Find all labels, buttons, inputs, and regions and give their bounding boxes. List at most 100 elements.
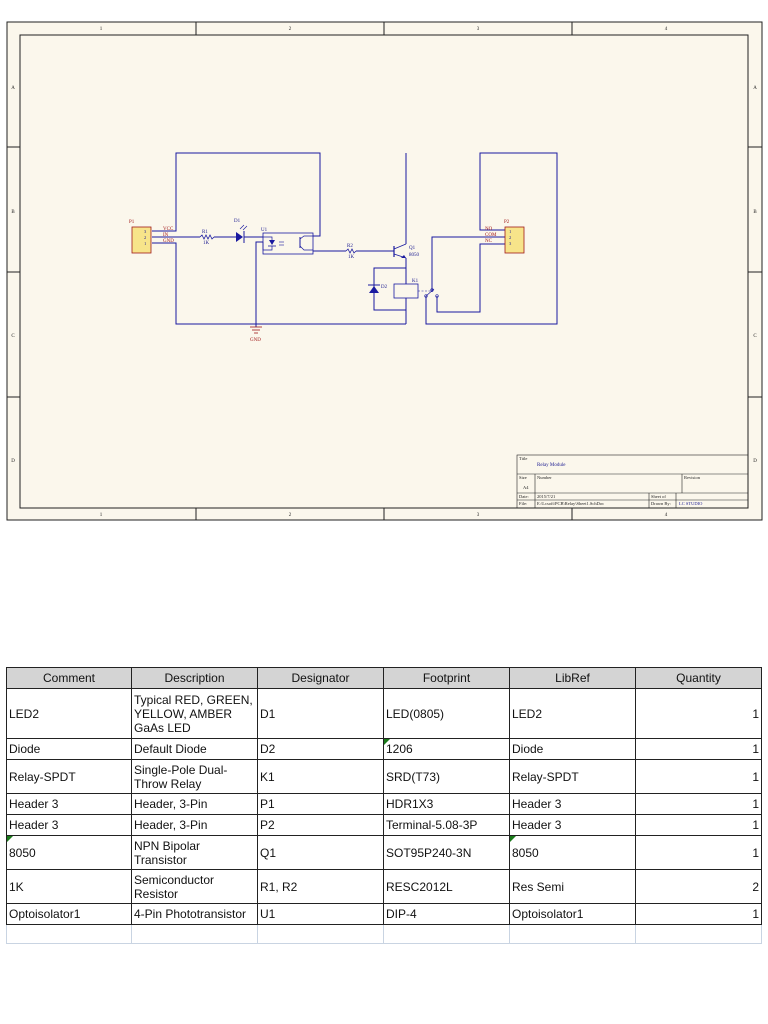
cell-comment: Header 3 <box>6 814 132 836</box>
cell-designator: P1 <box>257 793 384 815</box>
cell-empty <box>635 924 762 944</box>
title-value: Relay Module <box>537 463 566 468</box>
cell-libref: Optoisolator1 <box>509 903 636 925</box>
bom-header-row: Comment Description Designator Footprint… <box>6 667 762 689</box>
net-label-in: IN <box>163 233 169 238</box>
cell-description: Semiconductor Resistor <box>131 869 258 904</box>
p1-designator: P1 <box>129 220 135 225</box>
title-block <box>516 454 749 509</box>
table-row: Header 3 Header, 3-Pin P1 HDR1X3 Header … <box>6 793 762 815</box>
cell-footprint: SOT95P240-3N <box>383 835 510 870</box>
file-label: File: <box>519 501 527 506</box>
header-designator: Designator <box>257 667 384 689</box>
net-label-com: COM <box>485 233 497 238</box>
col-label-4-top: 4 <box>665 27 668 32</box>
cell-description: Typical RED, GREEN, YELLOW, AMBER GaAs L… <box>131 688 258 739</box>
date-value: 2015/7/21 <box>537 494 555 499</box>
cell-libref: Diode <box>509 738 636 760</box>
header-libref: LibRef <box>509 667 636 689</box>
cell-comment: 1K <box>6 869 132 904</box>
net-label-no: NO <box>485 227 493 232</box>
resistor-r1: R1 1K <box>199 230 215 246</box>
cell-comment: Relay-SPDT <box>6 759 132 794</box>
col-label-1-top: 1 <box>100 27 103 32</box>
cell-description: Single-Pole Dual-Throw Relay <box>131 759 258 794</box>
row-label-c-left: C <box>11 334 15 339</box>
cell-quantity: 2 <box>635 869 762 904</box>
col-label-4-bottom: 4 <box>665 513 668 518</box>
cell-designator: K1 <box>257 759 384 794</box>
cell-footprint: HDR1X3 <box>383 793 510 815</box>
revision-label: Revision <box>684 475 701 480</box>
resistor-r2: R2 1K <box>345 244 357 260</box>
r1-value: 1K <box>203 241 210 246</box>
row-label-c-right: C <box>753 334 757 339</box>
cell-designator: R1, R2 <box>257 869 384 904</box>
cell-empty <box>6 924 132 944</box>
cell-footprint: DIP-4 <box>383 903 510 925</box>
net-label-gnd: GND <box>163 239 174 244</box>
header-quantity: Quantity <box>635 667 762 689</box>
cell-designator: D1 <box>257 688 384 739</box>
ground-symbol: GND <box>250 326 262 343</box>
relay-k1: K1 <box>393 279 439 299</box>
cell-designator: D2 <box>257 738 384 760</box>
header-comment: Comment <box>6 667 132 689</box>
led-d1: D1 <box>234 219 248 243</box>
cell-designator: P2 <box>257 814 384 836</box>
cell-footprint: Terminal-5.08-3P <box>383 814 510 836</box>
cell-description: NPN Bipolar Transistor <box>131 835 258 870</box>
cell-libref: Header 3 <box>509 814 636 836</box>
file-value: E:\Lcsoft\PCB\Relay\Sheet1.SchDoc <box>537 501 604 506</box>
cell-empty <box>131 924 258 944</box>
size-value: A4 <box>523 485 529 490</box>
p2-pin-2: 2 <box>509 235 511 240</box>
cell-libref: Relay-SPDT <box>509 759 636 794</box>
cell-description: Default Diode <box>131 738 258 760</box>
schematic-diagram: 1 2 3 4 1 2 3 4 A B C D A B C D <box>6 21 763 521</box>
k1-designator: K1 <box>412 279 419 284</box>
cell-quantity: 1 <box>635 759 762 794</box>
row-label-b-right: B <box>753 210 757 215</box>
connector-p1: P1 3 2 1 VCC IN GND <box>129 220 174 254</box>
d2-designator: D2 <box>381 285 388 290</box>
cell-designator: U1 <box>257 903 384 925</box>
row-label-d-right: D <box>753 459 757 464</box>
cell-empty <box>509 924 636 944</box>
cell-footprint: 1206 <box>383 738 510 760</box>
wires <box>152 152 558 327</box>
cell-libref: 8050 <box>509 835 636 870</box>
zone-dividers <box>7 22 762 520</box>
table-row: LED2 Typical RED, GREEN, YELLOW, AMBER G… <box>6 688 762 739</box>
p2-designator: P2 <box>504 220 510 225</box>
cell-description: 4-Pin Phototransistor <box>131 903 258 925</box>
cell-comment: Optoisolator1 <box>6 903 132 925</box>
p1-pin-3: 3 <box>144 229 147 234</box>
cell-libref: LED2 <box>509 688 636 739</box>
table-row: Relay-SPDT Single-Pole Dual-Throw Relay … <box>6 759 762 794</box>
cell-comment: 8050 <box>6 835 132 870</box>
cell-footprint: SRD(T73) <box>383 759 510 794</box>
number-label: Number <box>537 475 552 480</box>
gnd-label: GND <box>250 338 261 343</box>
cell-description: Header, 3-Pin <box>131 814 258 836</box>
q1-value: 8050 <box>409 253 420 258</box>
cell-quantity: 1 <box>635 793 762 815</box>
date-label: Date: <box>519 494 529 499</box>
size-label: Size <box>519 475 527 480</box>
p2-pin-3: 3 <box>509 241 512 246</box>
cell-quantity: 1 <box>635 738 762 760</box>
col-label-1-bottom: 1 <box>100 513 103 518</box>
cell-empty <box>383 924 510 944</box>
d1-designator: D1 <box>234 219 241 224</box>
cell-libref: Res Semi <box>509 869 636 904</box>
cell-quantity: 1 <box>635 814 762 836</box>
title-label: Title <box>519 456 527 461</box>
table-row: Optoisolator1 4-Pin Phototransistor U1 D… <box>6 903 762 925</box>
table-row: 1K Semiconductor Resistor R1, R2 RESC201… <box>6 869 762 904</box>
table-row: 8050 NPN Bipolar Transistor Q1 SOT95P240… <box>6 835 762 870</box>
sheet-label: Sheet of <box>651 494 666 499</box>
bill-of-materials-table: Comment Description Designator Footprint… <box>6 667 762 944</box>
row-label-b-left: B <box>11 210 15 215</box>
cell-comment: Header 3 <box>6 793 132 815</box>
